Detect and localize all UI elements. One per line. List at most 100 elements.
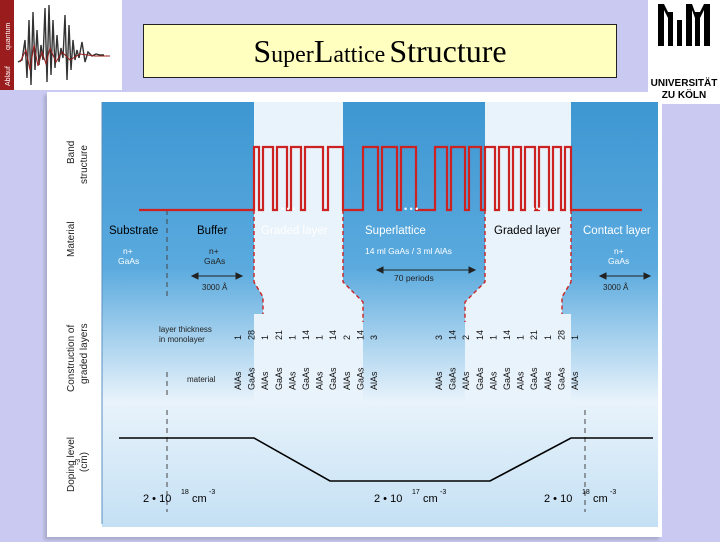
doping-profile-line: [119, 437, 653, 482]
logo-waveform-red: [19, 44, 110, 71]
row-label-band-1: Band: [66, 141, 77, 164]
section-graded-right: Graded layer: [494, 225, 561, 237]
construction-left-thickness-3: 21: [274, 330, 284, 340]
construction-right-thickness-2: 2: [461, 335, 471, 340]
band-structure-line: [139, 145, 642, 212]
column-left: [102, 102, 263, 402]
material-periods: 70 periods: [394, 273, 434, 283]
construction-right-material-2: AlAs: [461, 371, 471, 390]
substrate-buffer-lines: [166, 210, 586, 512]
superlattice-figure: Band structure Material Construction of …: [47, 92, 662, 537]
logo-left-bar: [0, 0, 14, 90]
doping-label-right: 2 • 10 18 cm -3: [544, 489, 616, 505]
construction-right-thickness-8: 1: [543, 335, 553, 340]
material-substrate-1: n+: [123, 246, 133, 256]
row-label-construction-2: graded layers: [79, 323, 90, 384]
construction-left-thickness-9: 14: [355, 330, 365, 340]
row-label-doping-1: Doping level: [66, 437, 77, 492]
material-contact-1: n+: [614, 246, 624, 256]
logo-right: UNIVERSITÄT ZU KÖLN: [648, 0, 720, 104]
title-box: SuperLattice Structure: [143, 24, 617, 78]
construction-right-material-8: AlAs: [543, 371, 553, 390]
row-label-doping-sup: -3: [75, 459, 82, 465]
title-cap-l: L: [313, 32, 334, 69]
svg-text:-3: -3: [209, 489, 215, 496]
section-contact: Contact layer: [583, 225, 651, 237]
construction-right-thickness-4: 1: [488, 335, 498, 340]
construction-left-material-0: AlAs: [233, 371, 243, 390]
construction-left-material-7: GaAs: [328, 367, 338, 390]
title-uper: uper: [271, 41, 314, 68]
contact-thickness: 3000 Å: [603, 283, 629, 292]
construction-left-thickness-4: 1: [287, 335, 297, 340]
construction-left-thickness-0: 1: [233, 335, 243, 340]
construction-right-material-5: GaAs: [502, 367, 512, 390]
column-right: [562, 102, 658, 402]
construction-left-material-8: AlAs: [342, 371, 352, 390]
svg-text:18: 18: [181, 489, 189, 496]
construction-right-material-0: AlAs: [434, 371, 444, 390]
construction-right-thickness-7: 21: [529, 330, 539, 340]
section-buffer: Buffer: [197, 225, 228, 237]
doping-label-middle: 2 • 10 17 cm -3: [374, 489, 446, 505]
construction-right-thickness-5: 14: [502, 330, 512, 340]
section-substrate: Substrate: [109, 225, 158, 237]
logo-right-line1: UNIVERSITÄT: [650, 78, 718, 89]
construction-right-material-9: GaAs: [556, 367, 566, 390]
construction-right-material-4: AlAs: [488, 371, 498, 390]
svg-text:2 • 10: 2 • 10: [143, 493, 171, 505]
construction-left-material-4: AlAs: [287, 371, 297, 390]
construction-right-thickness-0: 3: [434, 335, 444, 340]
section-superlattice: Superlattice: [365, 225, 426, 237]
logo-left-word-2: quantum: [5, 23, 12, 50]
construction-right-material-3: GaAs: [475, 367, 485, 390]
material-buffer-2: GaAs: [204, 256, 225, 266]
svg-text:• • •: • • •: [404, 204, 418, 214]
construction-right-thickness-1: 14: [448, 330, 458, 340]
construction-left-material-3: GaAs: [274, 367, 284, 390]
title-structure: Structure: [389, 32, 507, 69]
legend-material: material: [187, 375, 216, 384]
logo-left-word-1: Ablauf: [5, 66, 12, 86]
construction-left-thickness-7: 14: [328, 330, 338, 340]
row-label-doping-2: (cm): [79, 452, 90, 472]
construction-right-material-6: AlAs: [516, 371, 526, 390]
svg-text:cm: cm: [192, 493, 207, 505]
construction-left-thickness-10: 3: [369, 335, 379, 340]
svg-text:cm: cm: [423, 493, 438, 505]
svg-text:-3: -3: [440, 489, 446, 496]
row-label-construction-1: Construction of: [66, 325, 77, 392]
construction-left-thickness-1: 28: [247, 330, 257, 340]
periods-arrow: [375, 266, 477, 274]
construction-left-thickness-2: 1: [260, 335, 270, 340]
buffer-thickness-arrow: [190, 272, 244, 280]
logo-right-line2: ZU KÖLN: [661, 90, 707, 101]
construction-right-thickness-6: 1: [516, 335, 526, 340]
legend-thickness-1: layer thickness: [159, 325, 212, 334]
construction-left-thickness-5: 14: [301, 330, 311, 340]
svg-text:17: 17: [412, 489, 420, 496]
logo-left: Ablauf quantum: [0, 0, 122, 90]
section-graded-left: Graded layer: [261, 225, 328, 237]
construction-left-material-5: GaAs: [301, 367, 311, 390]
band-ellipses: • • • • • • • • •: [281, 204, 546, 214]
svg-text:2 • 10: 2 • 10: [544, 493, 572, 505]
row-label-material: Material: [66, 221, 77, 257]
construction-right-material-1: GaAs: [448, 367, 458, 390]
contact-thickness-arrow: [598, 272, 652, 280]
figure-svg: Band structure Material Construction of …: [66, 102, 658, 527]
boundary-lines: [253, 210, 572, 322]
doping-label-left: 2 • 10 18 cm -3: [143, 489, 215, 505]
title-attice: attice: [333, 41, 386, 68]
svg-text:• • •: • • •: [281, 204, 295, 214]
page-title: SuperLattice Structure: [253, 33, 506, 70]
svg-text:cm: cm: [593, 493, 608, 505]
row-label-band-2: structure: [79, 145, 90, 184]
university-seal: [658, 4, 710, 46]
construction-left-material-9: GaAs: [355, 367, 365, 390]
construction-left-material-10: AlAs: [369, 371, 379, 390]
svg-text:-3: -3: [610, 489, 616, 496]
construction-right-thickness-3: 14: [475, 330, 485, 340]
buffer-thickness: 3000 Å: [202, 283, 228, 292]
